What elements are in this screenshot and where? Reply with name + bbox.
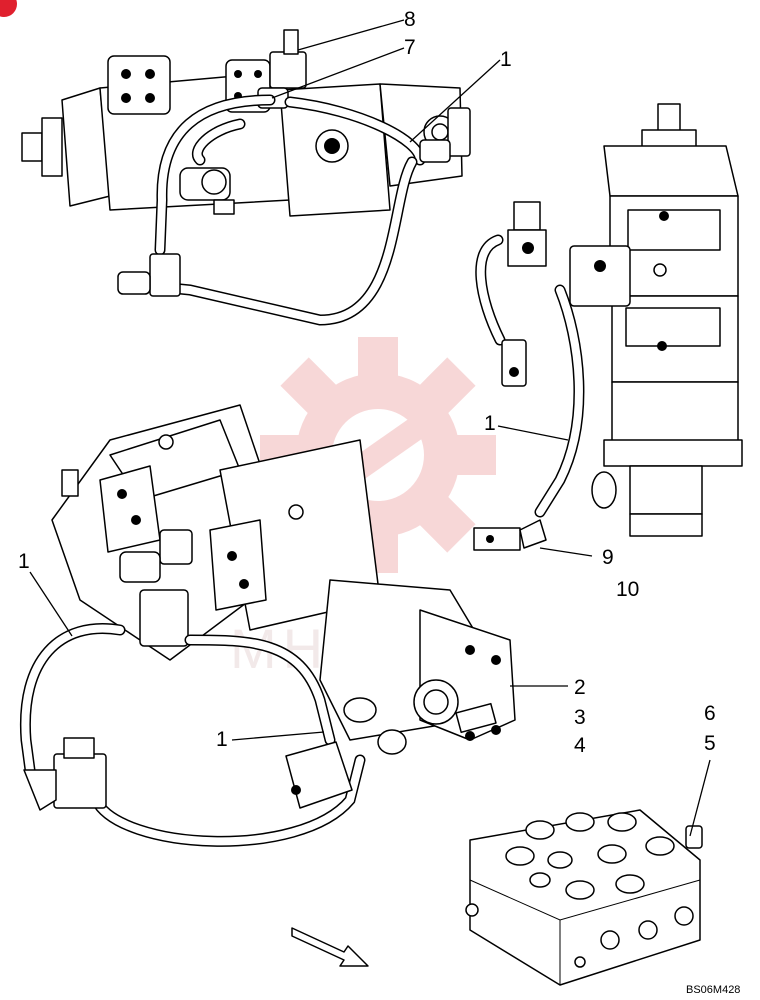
drawing-code: BS06M428 [686, 984, 740, 996]
forward-arrow-icon [291, 927, 369, 967]
callouts: 8 7 1 1 9 10 1 2 3 4 1 6 5 [18, 8, 716, 757]
callout-5: 5 [704, 732, 716, 755]
callout-1-left: 1 [18, 550, 30, 573]
callout-7: 7 [404, 36, 416, 59]
callout-1-bottom: 1 [216, 728, 228, 751]
callout-8: 8 [404, 8, 416, 31]
control-valve [465, 809, 703, 986]
callout-4: 4 [574, 734, 586, 757]
callout-2: 2 [574, 676, 586, 699]
callout-3: 3 [574, 706, 586, 729]
callout-1-top: 1 [500, 48, 512, 71]
callout-9: 9 [602, 546, 614, 569]
leader-lines [29, 19, 711, 837]
center-pump-assembly [19, 404, 516, 847]
callout-10: 10 [616, 578, 639, 601]
right-pump-assembly [473, 103, 743, 551]
top-pump-assembly [21, 29, 471, 326]
callout-6: 6 [704, 702, 716, 725]
callout-1-right: 1 [484, 412, 496, 435]
red-badge-icon [0, 0, 17, 17]
